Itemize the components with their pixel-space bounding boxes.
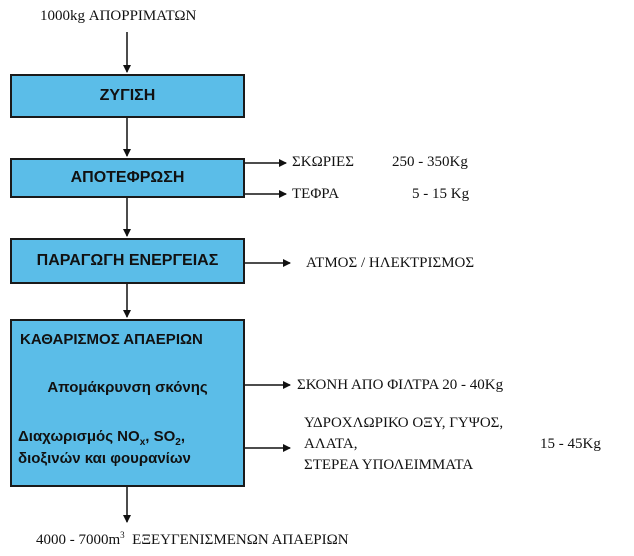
ash-amount: 5 - 15 Kg [412,186,470,202]
gas-cleaning-title: ΚΑΘΑΡΙΣΜΟΣ ΑΠΑΕΡΙΩΝ [20,331,203,348]
energy-box: ΠΑΡΑΓΩΓΗ ΕΝΕΡΓΕΙΑΣ [10,238,245,284]
residues-line2: ΑΛΑΤΑ, [304,436,358,452]
dust-removal-label: Απομάκρυνση σκόνης [47,379,208,396]
steam-electricity-output: ΑΤΜΟΣ / ΗΛΕΚΤΡΙΣΜΟΣ [306,255,475,271]
separation-label-line1: Διαχωρισμός NOx, SO2, [18,428,185,448]
filter-dust-output: ΣΚΟΝΗ ΑΠΟ ΦΙΛΤΡΑ 20 - 40Kg [297,377,504,393]
weighing-label: ΖΥΓΙΣΗ [99,87,156,104]
incineration-label: ΑΠΟΤΕΦΡΩΣΗ [70,169,185,186]
input-label: 1000kg ΑΠΟΡΡΙΜΑΤΩΝ [40,8,197,24]
ash-name: ΤΕΦΡΑ [292,186,340,202]
energy-label: ΠΑΡΑΓΩΓΗ ΕΝΕΡΓΕΙΑΣ [36,252,219,269]
residues-line1: ΥΔΡΟΧΛΩΡΙΚΟ ΟΞΥ, ΓΥΨΟΣ, [304,415,504,431]
weighing-box: ΖΥΓΙΣΗ [10,74,245,118]
residues-line3: ΣΤΕΡΕΑ ΥΠΟΛΕΙΜΜΑΤΑ [304,457,474,473]
gas-cleaning-box: ΚΑΘΑΡΙΣΜΟΣ ΑΠΑΕΡΙΩΝ Απομάκρυνση σκόνης Δ… [10,319,245,487]
residues-amount: 15 - 45Kg [540,436,601,452]
slag-name: ΣΚΩΡΙΕΣ [292,154,354,170]
slag-amount: 250 - 350Kg [392,154,468,170]
incineration-box: ΑΠΟΤΕΦΡΩΣΗ [10,158,245,198]
final-output-label: 4000 - 7000m3 ΕΞΕΥΓΕΝΙΣΜΕΝΩΝ ΑΠΑΕΡΙΩΝ [36,530,349,548]
separation-label-line2: διοξινών και φουρανίων [18,450,191,467]
